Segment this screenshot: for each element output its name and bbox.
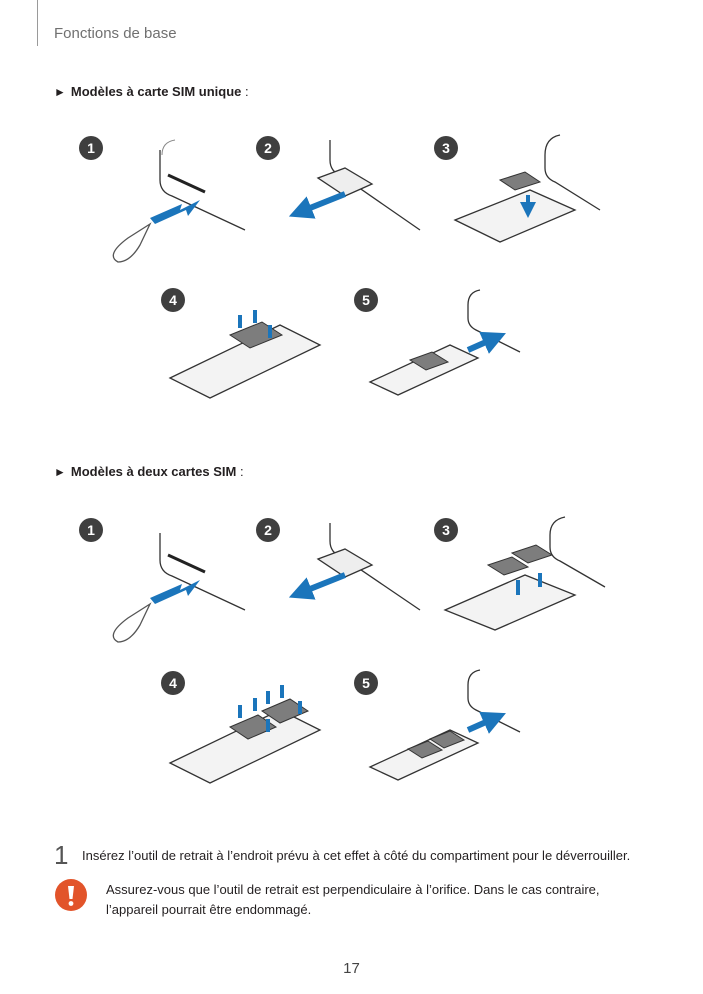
section-title-single-sim: ► Modèles à carte SIM unique : (54, 84, 249, 99)
step-5-label: 5 (362, 292, 370, 308)
sim-tray (316, 548, 374, 578)
ejection-tool-icon (112, 222, 152, 263)
step-5-badge: 5 (354, 288, 378, 312)
warning-line-2: l’appareil pourrait être endommagé. (106, 902, 312, 917)
step-text: Insérez l’outil de retrait à l’endroit p… (82, 848, 631, 863)
insert-arrow-icon (466, 711, 506, 734)
triangle-bullet-icon: ► (54, 85, 66, 99)
triangle-bullet-icon: ► (54, 465, 66, 479)
step-2-badge: 2 (256, 136, 280, 160)
step-1-label: 1 (87, 522, 95, 538)
phone-edge-outline (467, 289, 521, 353)
sim-tray (368, 344, 480, 396)
pull-arrow-icon (288, 191, 347, 219)
phone-edge-outline (544, 134, 601, 211)
warning-icon (55, 879, 87, 911)
sim-tray (453, 189, 577, 243)
phone-edge-outline (549, 516, 606, 588)
section-title-colon: : (241, 84, 249, 99)
section-title-colon: : (236, 464, 244, 479)
section-title-text: Modèles à carte SIM unique (70, 84, 242, 99)
insert-arrow-icon (150, 200, 200, 224)
sim-card (228, 714, 278, 740)
phone-edge-outline (467, 669, 521, 733)
page-number: 17 (343, 960, 360, 977)
step-2-badge: 2 (256, 518, 280, 542)
sim-card (260, 698, 310, 724)
section-title-text: Modèles à deux cartes SIM (70, 464, 237, 479)
step-2-label: 2 (264, 140, 272, 156)
warning-line-1: Assurez-vous que l’outil de retrait est … (106, 882, 600, 897)
down-arrow-icon (238, 310, 272, 338)
step-1-label: 1 (87, 140, 95, 156)
down-arrow-icon (238, 685, 302, 732)
sim-card (486, 556, 530, 576)
step-3-badge: 3 (434, 136, 458, 160)
insert-arrow-icon (150, 580, 200, 604)
phone-edge-outline (159, 533, 246, 611)
step-2-label: 2 (264, 522, 272, 538)
step-4-label: 4 (169, 292, 177, 308)
step-number: 1 (54, 840, 69, 870)
section-title-dual-sim: ► Modèles à deux cartes SIM : (54, 464, 244, 479)
step-1-badge: 1 (79, 518, 103, 542)
sim-slot (167, 173, 206, 194)
sim-card (428, 730, 466, 749)
sim-card (498, 171, 542, 191)
step-3-label: 3 (442, 522, 450, 538)
step-3-label: 3 (442, 140, 450, 156)
warning-text: Assurez-vous que l’outil de retrait est … (106, 880, 646, 920)
step-3-badge: 3 (434, 518, 458, 542)
phone-corner (161, 139, 176, 156)
down-arrow-icon (516, 573, 542, 595)
sim-card (408, 351, 450, 371)
header-rule (37, 0, 38, 46)
step-4-badge: 4 (161, 288, 185, 312)
insert-arrow-icon (466, 331, 506, 354)
step-5-badge: 5 (354, 671, 378, 695)
dual-sim-illustration: 1 2 3 4 5 (79, 516, 606, 784)
sim-slot (167, 553, 206, 574)
step-4-badge: 4 (161, 671, 185, 695)
sim-card (510, 544, 554, 564)
step-4-label: 4 (169, 675, 177, 691)
step-1-badge: 1 (79, 136, 103, 160)
phone-edge-outline (159, 150, 246, 231)
sim-card (406, 740, 444, 759)
pull-arrow-icon (288, 572, 347, 600)
single-sim-illustration: 1 2 3 4 5 (79, 134, 601, 399)
step-5-label: 5 (362, 675, 370, 691)
sim-tray (316, 167, 374, 197)
page-header: Fonctions de base (54, 25, 177, 42)
sim-tray (443, 574, 577, 631)
ejection-tool-icon (112, 602, 152, 643)
